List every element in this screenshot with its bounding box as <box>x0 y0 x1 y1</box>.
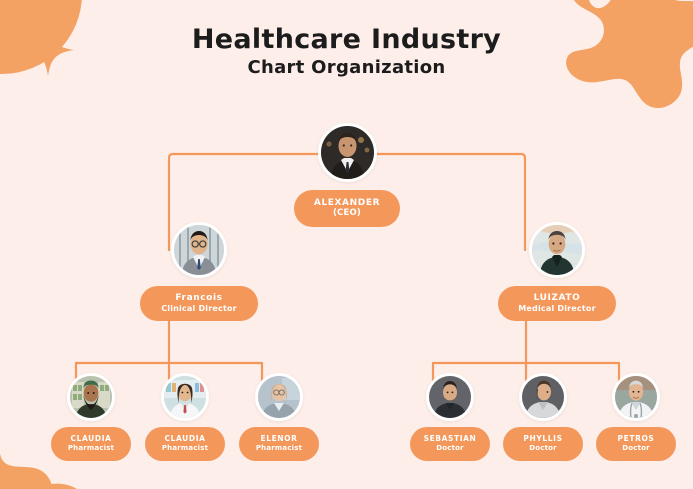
org-node-ceo[interactable]: ALEXANDER (CEO) <box>294 123 400 227</box>
person-name: ELENOR <box>260 434 298 444</box>
person-name: CLAUDIA <box>164 434 206 444</box>
person-role: Doctor <box>622 443 650 452</box>
node-pill[interactable]: ELENOR Pharmacist <box>239 427 319 461</box>
org-node-petros[interactable]: PETROS Doctor <box>596 373 676 461</box>
person-role: (CEO) <box>332 208 362 219</box>
node-pill[interactable]: LUIZATO Medical Director <box>498 286 616 321</box>
org-node-francois[interactable]: Francois Clinical Director <box>140 222 258 321</box>
node-pill[interactable]: CLAUDIA Pharmacist <box>51 427 131 461</box>
chart-title-block: Healthcare Industry Chart Organization <box>0 24 693 79</box>
org-node-claudia-2[interactable]: CLAUDIA Pharmacist <box>145 373 225 461</box>
avatar <box>612 373 660 421</box>
org-node-claudia-1[interactable]: CLAUDIA Pharmacist <box>51 373 131 461</box>
person-role: Pharmacist <box>161 443 209 452</box>
avatar <box>519 373 567 421</box>
node-pill[interactable]: CLAUDIA Pharmacist <box>145 427 225 461</box>
org-node-luizato[interactable]: LUIZATO Medical Director <box>498 222 616 321</box>
node-pill[interactable]: PETROS Doctor <box>596 427 676 461</box>
person-name: PHYLLIS <box>523 434 563 444</box>
node-pill[interactable]: SEBASTIAN Doctor <box>410 427 490 461</box>
page-title: Healthcare Industry <box>191 24 502 55</box>
node-pill[interactable]: PHYLLIS Doctor <box>503 427 583 461</box>
person-role: Clinical Director <box>161 303 237 313</box>
avatar <box>426 373 474 421</box>
person-name: SEBASTIAN <box>423 434 477 444</box>
org-node-phyllis[interactable]: PHYLLIS Doctor <box>503 373 583 461</box>
org-node-sebastian[interactable]: SEBASTIAN Doctor <box>410 373 490 461</box>
org-node-elenor[interactable]: ELENOR Pharmacist <box>239 373 319 461</box>
node-pill[interactable]: ALEXANDER (CEO) <box>294 190 400 227</box>
avatar <box>529 222 585 278</box>
person-role: Pharmacist <box>67 443 115 452</box>
avatar <box>317 123 377 182</box>
person-role: Pharmacist <box>255 443 303 452</box>
page-subtitle: Chart Organization <box>247 57 446 79</box>
avatar <box>171 222 227 278</box>
person-name: Francois <box>175 293 223 304</box>
person-role: Doctor <box>529 443 557 452</box>
node-pill[interactable]: Francois Clinical Director <box>140 286 258 321</box>
person-name: LUIZATO <box>533 293 581 304</box>
person-name: CLAUDIA <box>70 434 112 444</box>
avatar <box>161 373 209 421</box>
person-name: ALEXANDER <box>313 198 381 209</box>
person-role: Medical Director <box>518 303 596 313</box>
person-role: Doctor <box>436 443 464 452</box>
avatar <box>255 373 303 421</box>
avatar <box>67 373 115 421</box>
person-name: PETROS <box>617 434 655 444</box>
